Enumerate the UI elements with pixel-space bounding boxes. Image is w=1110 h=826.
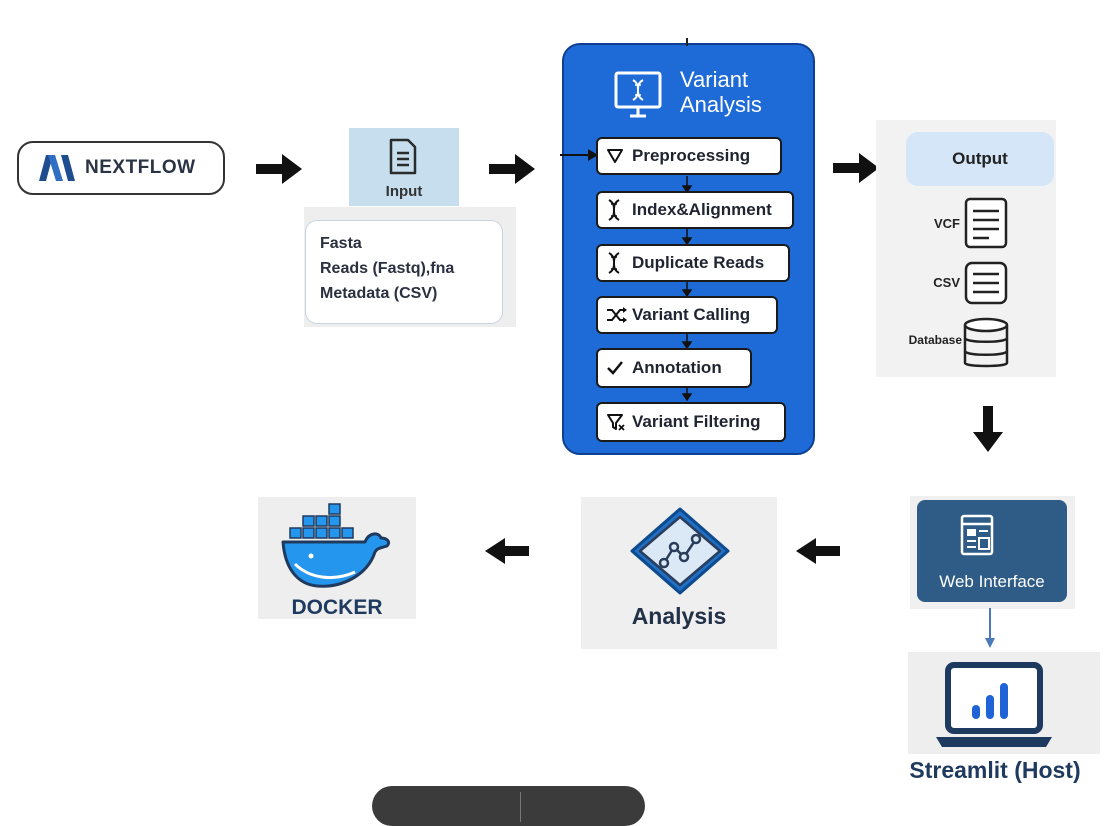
- title-line: Variant: [680, 67, 749, 92]
- laptop-chart-icon: [936, 662, 1052, 747]
- nextflow-logo-icon: [39, 155, 75, 181]
- monitor-dna-icon: [614, 71, 662, 118]
- streamlit-label: Streamlit (Host): [909, 757, 1081, 783]
- nextflow-node: NEXTFLOW: [17, 141, 225, 195]
- step-duplicate-reads: Duplicate Reads: [596, 244, 790, 282]
- step-label: Duplicate Reads: [632, 253, 765, 272]
- step-annotation: Annotation: [596, 348, 752, 388]
- step-label: Variant Calling: [632, 305, 751, 324]
- toolbar-divider: [520, 792, 521, 822]
- shuffle-icon: [606, 306, 627, 324]
- input-file-item: Metadata (CSV): [320, 285, 438, 302]
- input-file-item: Reads (Fastq),fna: [320, 260, 455, 277]
- input-node: Input: [349, 128, 459, 206]
- database-icon: [963, 317, 1009, 368]
- analysis-label: Analysis: [631, 603, 727, 629]
- docker-label: DOCKER: [291, 596, 383, 619]
- output-item-label: Database: [908, 333, 962, 347]
- step-label: Annotation: [632, 358, 722, 377]
- nextflow-label: NEXTFLOW: [85, 157, 196, 178]
- document-icon: [389, 138, 417, 175]
- arrow-down-icon: [973, 406, 1003, 452]
- arrow-left-icon: [796, 538, 840, 564]
- arrow-right-icon: [833, 153, 879, 183]
- title-line: Analysis: [680, 92, 762, 117]
- diamond-graph-icon: [630, 507, 730, 595]
- step-label: Index&Alignment: [632, 200, 772, 219]
- output-header: Output: [906, 132, 1054, 186]
- arrow-left-icon: [485, 538, 529, 564]
- step-index-alignment: Index&Alignment: [596, 191, 794, 229]
- step-variant-filtering: Variant Filtering: [596, 402, 786, 442]
- dna-icon: [606, 199, 626, 221]
- input-label: Input: [385, 183, 423, 200]
- input-files-list: Fasta Reads (Fastq),fna Metadata (CSV): [305, 220, 503, 324]
- step-label: Variant Filtering: [632, 412, 761, 431]
- filter-outline-icon: [606, 147, 626, 165]
- filter-x-icon: [606, 412, 626, 432]
- arrow-right-icon: [489, 154, 535, 184]
- step-connectors: [681, 176, 693, 402]
- output-item-label: VCF: [934, 216, 960, 231]
- input-file-item: Fasta: [320, 235, 362, 252]
- docker-whale-icon: [281, 503, 391, 588]
- checkmark-icon: [606, 360, 626, 376]
- arrow-right-icon: [256, 154, 302, 184]
- floating-toolbar[interactable]: [372, 786, 645, 826]
- arrow-right-icon: [560, 149, 598, 161]
- step-preprocessing: Preprocessing: [596, 137, 782, 175]
- step-label: Preprocessing: [632, 146, 751, 165]
- variant-analysis-title: Variant Analysis: [680, 67, 762, 117]
- step-variant-calling: Variant Calling: [596, 296, 778, 334]
- list-lines-icon: [964, 261, 1008, 305]
- web-interface-label: Web Interface: [939, 572, 1045, 591]
- arrow-down-icon: [985, 608, 995, 648]
- document-lines-icon: [964, 197, 1008, 249]
- output-item-label: CSV: [933, 275, 960, 290]
- dna-icon: [606, 252, 626, 274]
- web-layout-icon: [960, 514, 994, 556]
- connector-line: [686, 38, 688, 46]
